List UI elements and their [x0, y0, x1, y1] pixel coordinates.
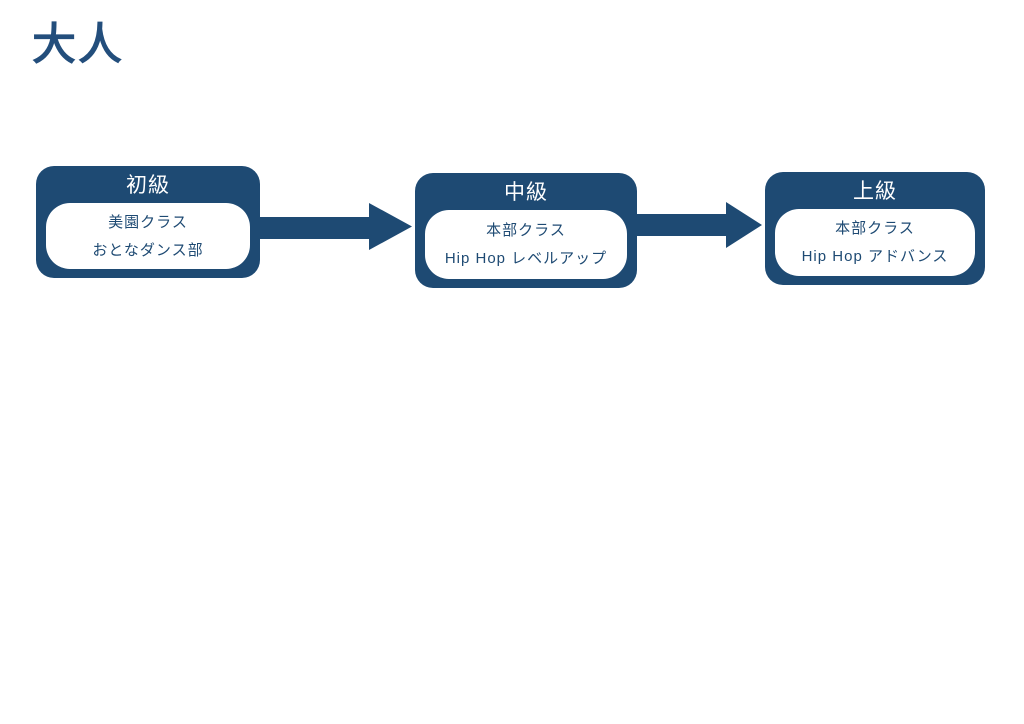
arrow-right-icon [636, 202, 762, 248]
class-name: 美園クラス [108, 213, 188, 231]
level-label-advanced: 上級 [853, 180, 897, 203]
flow-node-intermediate: 中級 本部クラス Hip Hop レベルアップ [415, 173, 637, 288]
page-title: 大人 [32, 20, 124, 69]
class-name: Hip Hop レベルアップ [444, 250, 608, 267]
level-label-beginner: 初級 [126, 174, 170, 197]
class-name: 本部クラス [486, 222, 566, 239]
node-body-advanced: 本部クラス Hip Hop アドバンス [775, 209, 975, 276]
class-name: Hip Hop アドバンス [801, 248, 949, 265]
node-body-beginner: 美園クラス おとなダンス部 [46, 203, 250, 269]
level-label-intermediate: 中級 [504, 181, 548, 204]
class-name: おとなダンス部 [92, 241, 204, 259]
arrow-right-icon [259, 203, 412, 250]
flow-node-beginner: 初級 美園クラス おとなダンス部 [36, 166, 260, 278]
flow-node-advanced: 上級 本部クラス Hip Hop アドバンス [765, 172, 985, 285]
node-body-intermediate: 本部クラス Hip Hop レベルアップ [425, 210, 627, 279]
class-name: 本部クラス [835, 220, 915, 237]
